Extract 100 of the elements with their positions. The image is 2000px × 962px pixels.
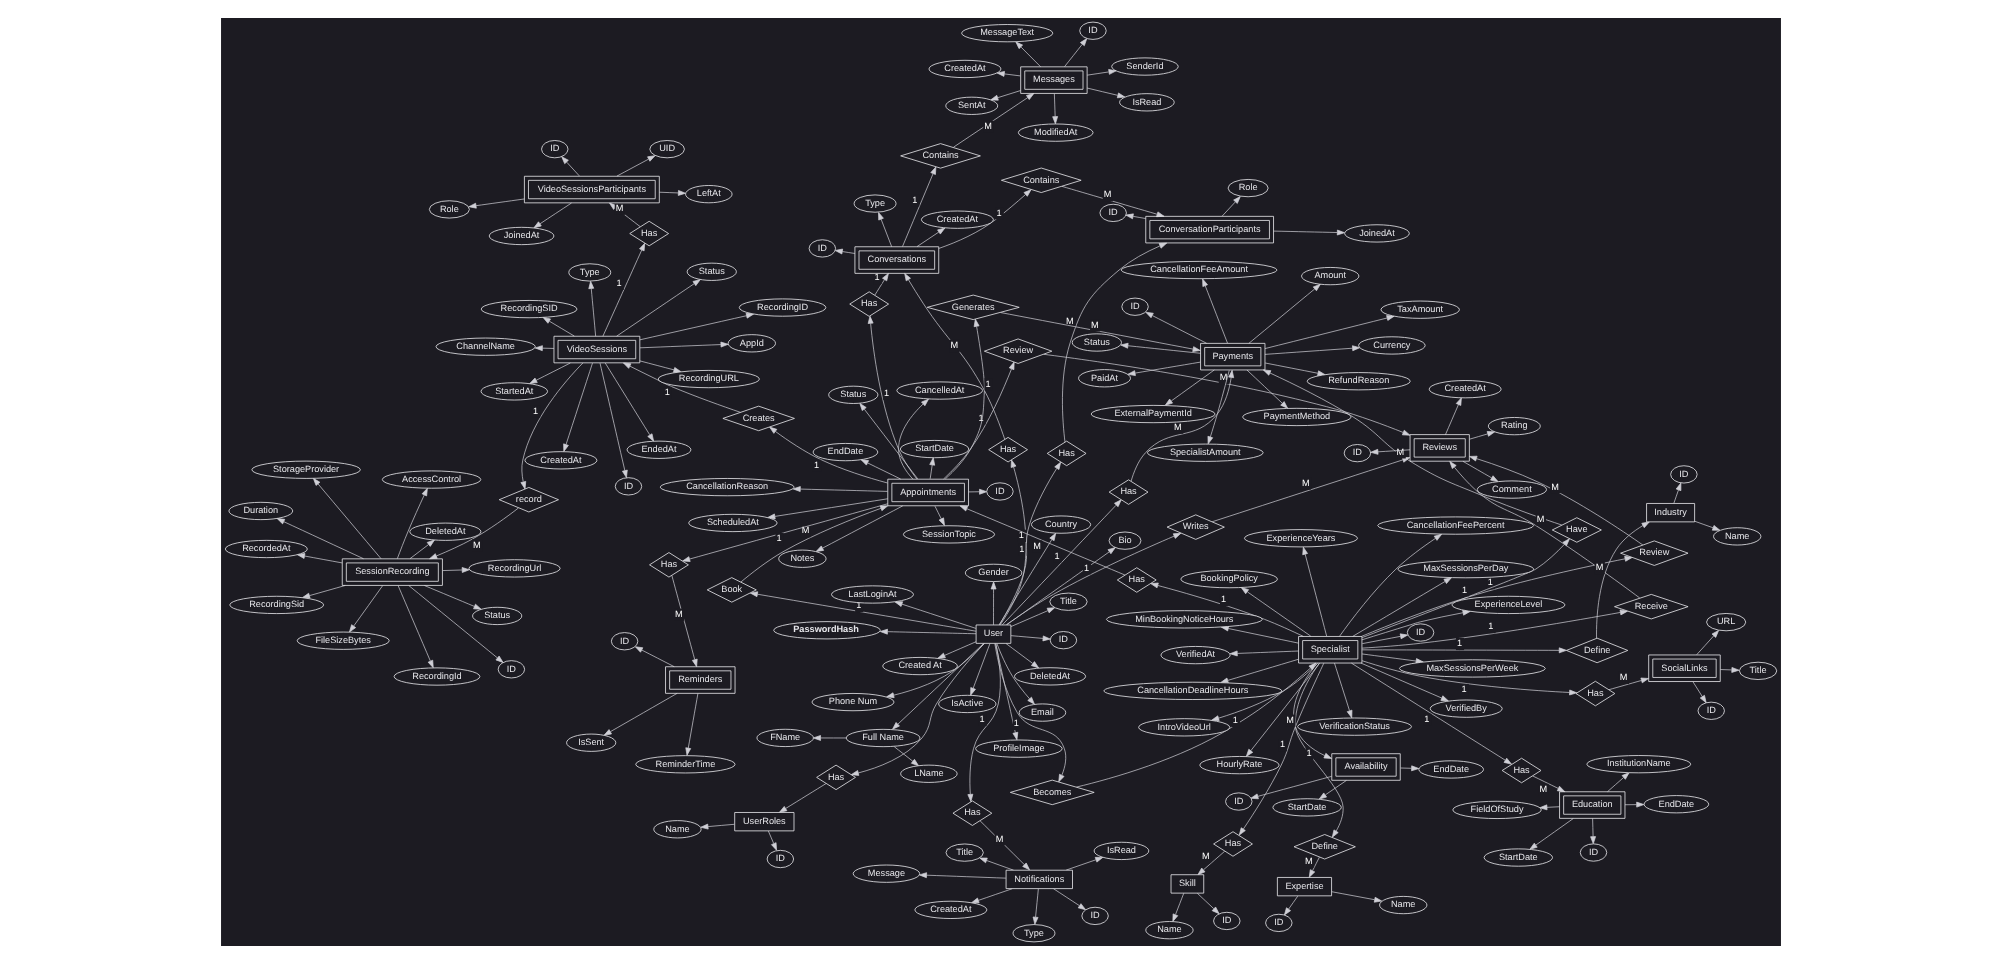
arrow (408, 538, 434, 559)
arrow (1719, 666, 1739, 672)
arrow (1263, 314, 1394, 348)
arrow (918, 871, 1006, 878)
arrow (915, 226, 945, 246)
arrow (995, 70, 1020, 76)
arrow (699, 822, 734, 829)
arrow (441, 566, 469, 572)
arrow (533, 344, 554, 351)
arrow (1468, 430, 1495, 439)
arrow (748, 590, 976, 631)
arrow (603, 361, 653, 441)
arrow (768, 425, 887, 483)
arrow (833, 247, 855, 254)
arrow (1333, 661, 1352, 718)
arrow (937, 188, 1031, 248)
arrow (967, 487, 986, 494)
arrow (878, 627, 976, 634)
arrow (1119, 341, 1200, 353)
arrow (778, 782, 826, 812)
arrow (978, 819, 1029, 870)
arrow (301, 584, 345, 598)
arrow (1245, 368, 1287, 408)
arrow (1317, 779, 1346, 799)
arrow (995, 642, 1034, 704)
arrow (532, 201, 571, 228)
arrow (1623, 800, 1644, 807)
arrow (587, 280, 595, 336)
arrow (658, 189, 685, 195)
arrow (638, 311, 753, 340)
arrow (275, 517, 363, 559)
arrow (348, 584, 382, 632)
arrow (1360, 646, 1566, 653)
arrow (1239, 586, 1311, 636)
arrow (1163, 368, 1214, 405)
arrow (601, 242, 645, 336)
arrow (933, 504, 944, 525)
arrow (1338, 533, 1441, 636)
arrow (407, 584, 503, 662)
arrow (1149, 581, 1303, 636)
arrow (1004, 642, 1039, 668)
arrow (1085, 68, 1116, 75)
arrow (1695, 629, 1718, 654)
arrow (928, 456, 935, 479)
arrow (1538, 803, 1559, 810)
arrow (893, 600, 976, 628)
arrow (858, 402, 918, 479)
arrow (1201, 277, 1227, 343)
arrow (814, 504, 903, 551)
arrow (1528, 817, 1573, 849)
arrow (1014, 40, 1040, 67)
arrow (1126, 360, 1200, 375)
arrow (1085, 86, 1125, 98)
arrow (1330, 890, 1382, 902)
arrow (1124, 212, 1145, 219)
arrow (1607, 676, 1648, 690)
arrow (859, 458, 900, 479)
arrow (897, 397, 928, 479)
arrow (615, 154, 655, 176)
arrow (766, 497, 888, 519)
arrow (1052, 887, 1085, 910)
arrow (966, 642, 1000, 801)
arrow (1263, 344, 1360, 354)
arrow (1361, 632, 1407, 643)
arrow (885, 642, 984, 698)
arrow (1693, 519, 1720, 530)
arrow (396, 584, 433, 668)
arrow (296, 552, 342, 563)
arrow (1589, 817, 1595, 844)
arrow (978, 856, 1013, 870)
arrow (1228, 649, 1298, 656)
arrow (638, 340, 728, 348)
arrow (1009, 634, 1050, 641)
arrow (1301, 545, 1326, 636)
arrow (1468, 454, 1643, 545)
arrow (997, 531, 1056, 625)
arrow (1220, 195, 1240, 216)
arrow (1283, 894, 1298, 915)
arrow (1009, 606, 1055, 626)
arrow (1249, 775, 1331, 799)
arrow (1359, 661, 1448, 701)
arrow (681, 502, 887, 561)
arrow (622, 361, 740, 412)
arrow (1672, 481, 1681, 503)
arrow (901, 165, 936, 246)
arrow (739, 504, 888, 582)
arrow (1196, 891, 1219, 914)
arrow (602, 692, 677, 735)
arrow (1691, 680, 1706, 703)
arrow (423, 584, 481, 609)
arrow (952, 92, 1034, 147)
arrow (892, 745, 918, 766)
arrow (1531, 774, 1565, 791)
arrow (1399, 764, 1419, 771)
arrow (1144, 310, 1206, 343)
arrow (1350, 661, 1511, 764)
arrow (1351, 576, 1451, 636)
arrow (1307, 855, 1319, 877)
arrow (866, 314, 917, 479)
arrow (541, 316, 574, 336)
